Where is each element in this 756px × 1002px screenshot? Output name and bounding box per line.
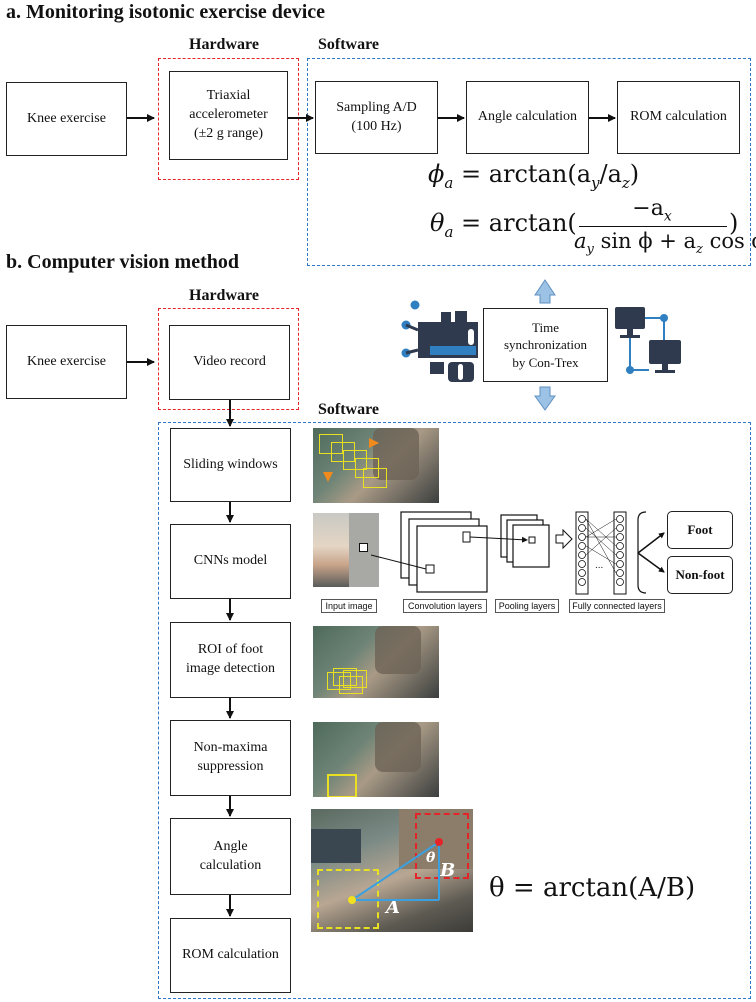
eq1-lhs-sub: a [444, 173, 454, 192]
output-nonfoot: Non-foot [667, 556, 733, 594]
angle-theta-label: θ [426, 850, 436, 866]
hardware-label-b: Hardware [189, 287, 259, 304]
hardware-label-a: Hardware [189, 36, 259, 53]
eq2-lhs-sub: a [444, 222, 454, 241]
section-b-heading: b. Computer vision method [6, 251, 239, 273]
eq2-den1: a [574, 229, 587, 253]
nms-photo [313, 722, 439, 797]
knee-exercise-box-b: Knee exercise [6, 325, 127, 399]
angle-b-label: B [440, 860, 456, 881]
input-to-conv-line [370, 554, 427, 570]
cnn-input-photo [313, 513, 379, 587]
eq2-close-paren: ) [729, 209, 739, 237]
eq1-lhs: ϕ [428, 160, 445, 188]
step-rom-calc: ROM calculation [170, 918, 291, 993]
eq2-denominator: ay sin ϕ + az cos ϕ [574, 229, 756, 258]
eq2-numerator: −ax [578, 196, 726, 224]
angle-calc-photo [311, 809, 473, 932]
eq2-den2-sub: z [696, 242, 703, 258]
sync-up-arrow [534, 279, 556, 304]
final-angle-equation: θ = arctan(A/B) [489, 873, 696, 903]
arrow-to-nonfoot [637, 552, 665, 573]
angle-calc-box-a: Angle calculation [466, 81, 589, 154]
video-record-box: Video record [169, 325, 290, 400]
step-sliding-windows: Sliding windows [170, 428, 291, 502]
pooling-layers-glyph [500, 514, 550, 568]
eq2-num: −a [632, 196, 664, 221]
software-group-a [307, 58, 751, 266]
caption-fc-layers: Fully connected layers [569, 599, 665, 613]
fc-ellipsis: ... [595, 560, 604, 571]
section-a-heading: a. Monitoring isotonic exercise device [6, 1, 326, 23]
machine-icon-glyph [401, 300, 478, 382]
step-angle-calc: Angle calculation [170, 818, 291, 895]
software-group-b [158, 422, 751, 999]
conv-to-pool-line [469, 536, 528, 543]
eq1-mid: /a [599, 160, 622, 188]
conv-layers-glyph [400, 511, 488, 593]
sampling-box: Sampling A/D (100 Hz) [315, 81, 438, 154]
eq2-den-end: cos ϕ [709, 229, 756, 253]
accelerometer-box: Triaxial accelerometer (±2 g range) [169, 71, 288, 160]
step-cnns-model: CNNs model [170, 524, 291, 599]
network-computers-glyph [615, 307, 681, 374]
sliding-windows-photo [313, 428, 439, 503]
eq1-rhs: = arctan(a [460, 160, 591, 188]
rom-calc-box-a: ROM calculation [617, 81, 740, 154]
eq2-rhs: = arctan( [461, 209, 577, 237]
eq1-sub2: z [621, 173, 630, 192]
eq2-den1-sub: y [586, 242, 594, 258]
angle-geometry [348, 838, 443, 904]
roi-photo [313, 626, 439, 698]
fc-layers-glyph [575, 511, 627, 595]
hardware-group-b [158, 308, 299, 410]
arrow-to-foot [637, 532, 665, 554]
step-nms: Non-maxima suppression [170, 720, 291, 796]
phi-equation: ϕa = arctan(ay/az) [428, 160, 639, 192]
output-foot: Foot [667, 511, 733, 549]
step-roi-detection: ROI of foot image detection [170, 622, 291, 698]
eq2-fraction-bar [579, 226, 727, 227]
eq1-sub1: y [591, 173, 600, 192]
eq2-lhs: θ [430, 209, 445, 237]
caption-pooling-layers: Pooling layers [495, 599, 559, 613]
caption-conv-layers: Convolution layers [403, 599, 487, 613]
theta-a-equation: θa = arctan( [430, 209, 577, 241]
angle-a-label: A [386, 897, 400, 918]
eq2-num-sub: x [663, 208, 672, 225]
pool-to-fc-arrow [555, 528, 573, 550]
caption-input-image: Input image [321, 599, 377, 613]
eq2-den-mid: sin ϕ + a [593, 229, 697, 253]
sync-down-arrow [534, 386, 556, 411]
time-sync-box: Time synchronization by Con-Trex [483, 308, 608, 382]
software-label-b: Software [318, 401, 380, 418]
knee-exercise-box-a: Knee exercise [6, 82, 127, 156]
eq1-end: ) [629, 160, 640, 188]
software-label-a: Software [318, 36, 380, 53]
